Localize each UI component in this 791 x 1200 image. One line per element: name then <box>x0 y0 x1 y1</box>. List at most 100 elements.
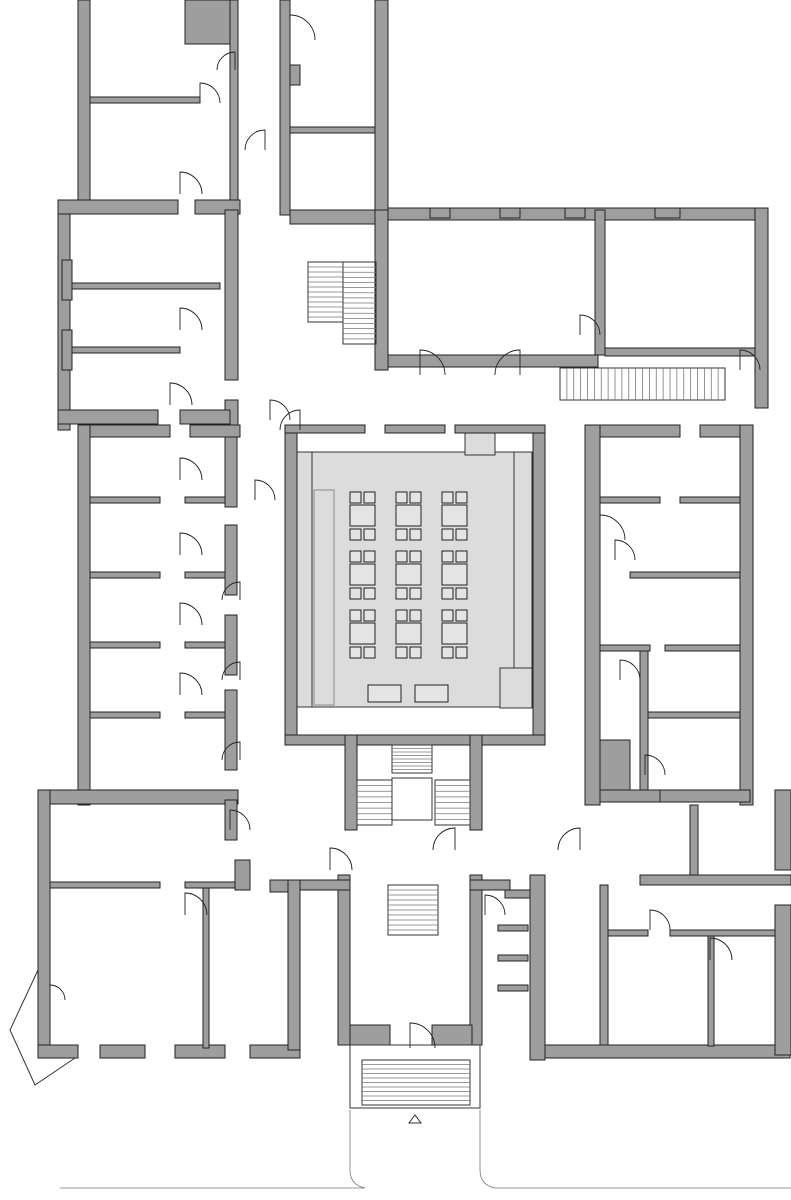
chair <box>455 646 468 659</box>
chair <box>349 491 362 504</box>
wall <box>689 804 699 881</box>
wall <box>349 1024 391 1046</box>
wall <box>499 207 521 219</box>
wall <box>224 614 238 676</box>
furniture-layer <box>349 491 468 703</box>
wall <box>594 209 606 356</box>
wall <box>564 207 586 219</box>
wall <box>37 789 239 805</box>
wall <box>337 874 351 1046</box>
wall <box>599 739 631 791</box>
chair <box>409 646 422 659</box>
wall <box>599 644 651 652</box>
chair <box>363 528 376 541</box>
wall <box>184 881 241 889</box>
wall <box>179 409 231 425</box>
wall <box>387 354 599 368</box>
stairs-layer <box>307 261 726 1109</box>
door-swing <box>279 409 301 431</box>
chair <box>395 609 408 622</box>
wall <box>497 984 529 992</box>
wall <box>374 0 389 216</box>
door-swing <box>614 539 636 561</box>
door-swing <box>619 659 641 681</box>
chair <box>455 609 468 622</box>
table <box>349 563 376 586</box>
wall <box>224 436 238 508</box>
wall <box>184 0 231 45</box>
chair <box>409 491 422 504</box>
wall <box>89 711 161 719</box>
door-swing <box>244 129 266 151</box>
front-porch <box>349 1044 481 1109</box>
wall <box>284 734 546 746</box>
wall <box>707 935 715 1047</box>
site-lines-layer <box>9 969 791 1189</box>
wall <box>584 424 601 806</box>
wall <box>37 789 51 1059</box>
wall <box>77 0 91 206</box>
wall <box>69 282 221 290</box>
door-swing <box>649 909 671 931</box>
chair <box>455 587 468 600</box>
wall <box>184 711 231 719</box>
wall <box>89 424 171 438</box>
door-swing <box>216 51 236 71</box>
wall <box>669 929 776 937</box>
table <box>441 622 468 645</box>
door-swing <box>579 314 601 336</box>
wall <box>454 424 546 434</box>
wall <box>497 924 529 932</box>
wall <box>284 424 298 746</box>
wall <box>61 329 73 371</box>
wall <box>774 789 791 871</box>
chair <box>395 587 408 600</box>
door-swing <box>49 984 66 1001</box>
chair <box>395 550 408 563</box>
wall <box>174 1044 226 1059</box>
door-swing <box>221 661 241 681</box>
wall <box>224 209 239 381</box>
door-swing <box>254 479 276 501</box>
wall <box>89 571 161 579</box>
wall <box>599 789 661 803</box>
wall <box>639 711 741 719</box>
wall <box>37 1044 79 1059</box>
wall <box>497 954 529 962</box>
wall <box>57 409 159 425</box>
door-swing <box>419 349 446 376</box>
door-swing <box>179 171 203 195</box>
door-swing <box>184 892 208 916</box>
chair <box>349 528 362 541</box>
wall <box>639 874 791 886</box>
table <box>441 563 468 586</box>
wall <box>202 887 210 1049</box>
wall <box>344 734 358 831</box>
table <box>441 504 468 527</box>
chair <box>349 587 362 600</box>
wall <box>504 889 531 899</box>
chair <box>455 528 468 541</box>
chair <box>441 491 454 504</box>
stair-landing <box>391 777 433 821</box>
door-swing <box>709 937 733 961</box>
door-swing <box>169 382 193 406</box>
chair <box>409 609 422 622</box>
wall <box>469 734 483 831</box>
wall <box>184 641 231 649</box>
chair <box>363 550 376 563</box>
door-swing <box>494 349 521 376</box>
wall <box>189 424 241 438</box>
wall <box>184 496 231 504</box>
wall <box>299 879 351 891</box>
chair <box>455 550 468 563</box>
wall <box>544 1044 791 1059</box>
sw-porch <box>9 969 76 1086</box>
chair <box>441 587 454 600</box>
wall <box>599 496 661 504</box>
chair <box>441 646 454 659</box>
wall <box>224 524 238 596</box>
table <box>395 622 422 645</box>
door-swing <box>179 602 203 626</box>
wall <box>224 689 238 771</box>
